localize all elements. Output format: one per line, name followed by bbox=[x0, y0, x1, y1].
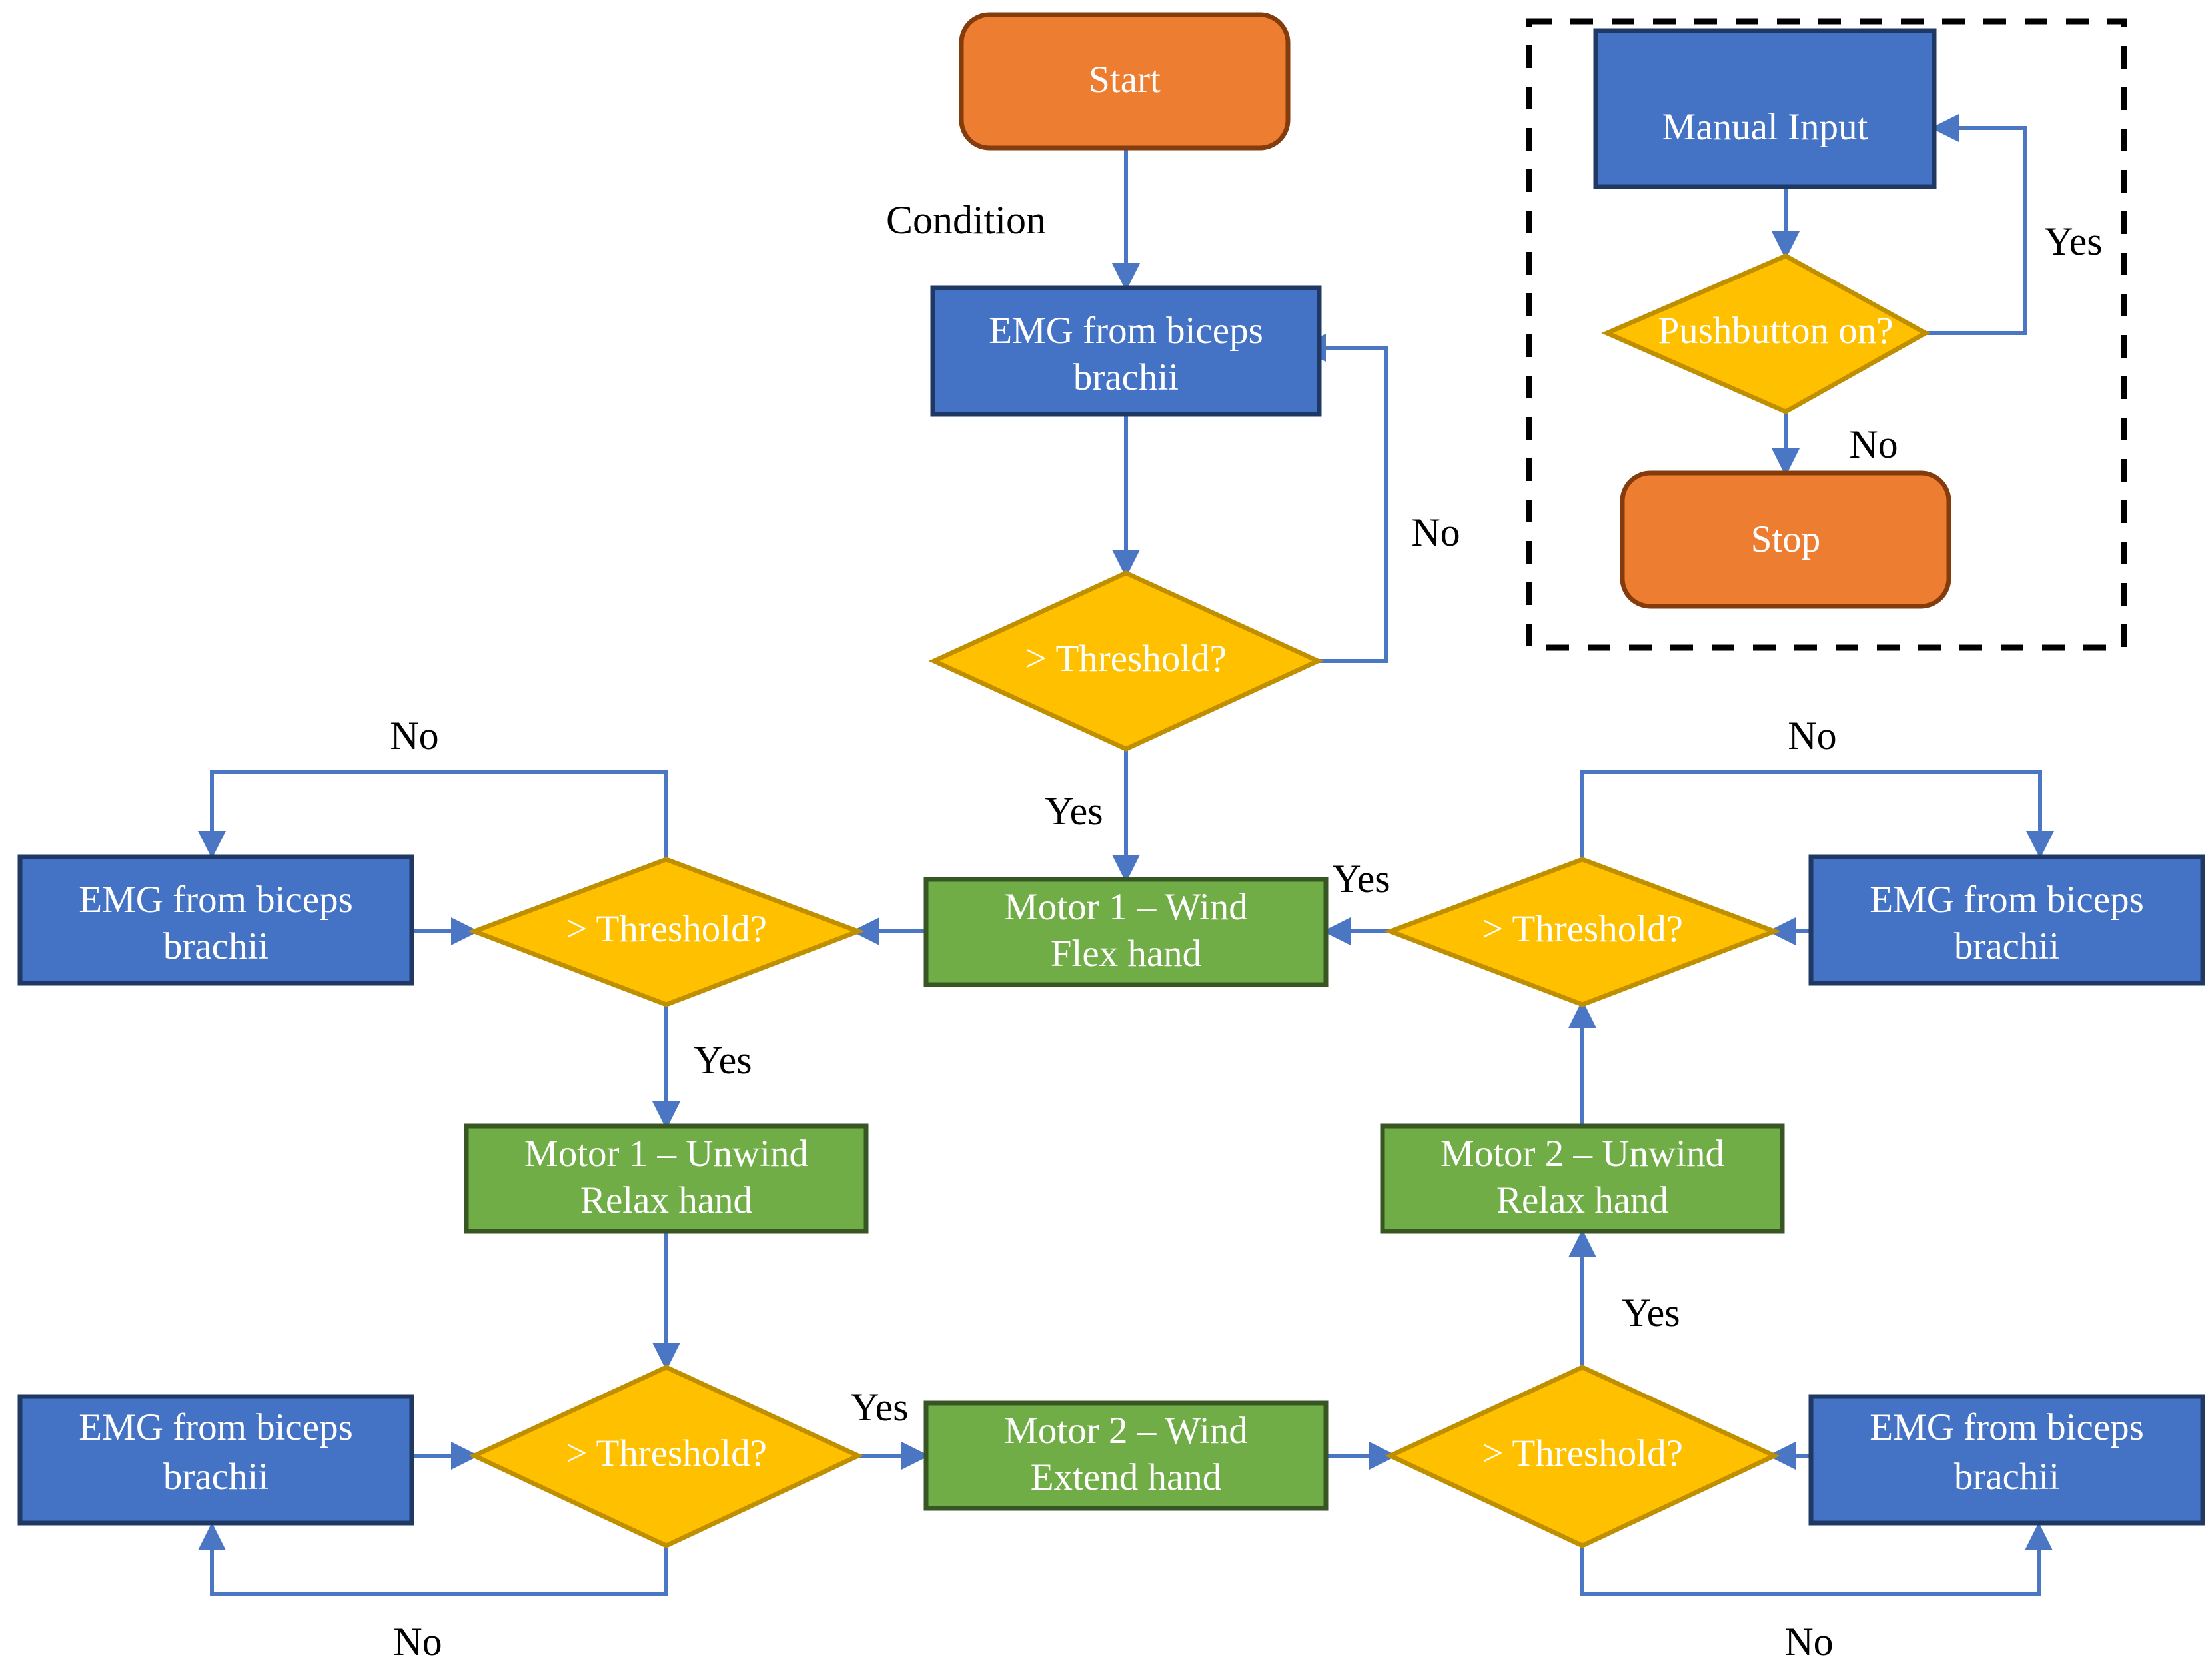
node-stop[interactable] bbox=[1620, 470, 1951, 609]
node-threshold-main-label: > Threshold? bbox=[1025, 638, 1227, 680]
edge-threshold-right-lower-no bbox=[1580, 1522, 2053, 1596]
node-motor1-unwind[interactable] bbox=[464, 1123, 869, 1234]
node-motor2-unwind-label-line1: Motor 2 – Unwind bbox=[1440, 1133, 1724, 1175]
manual-override-group-box bbox=[1526, 18, 2127, 651]
edge-label-no-right-upper: No bbox=[1788, 714, 1836, 758]
node-motor2-wind[interactable] bbox=[923, 1400, 1329, 1511]
node-motor2-wind-label-line2: Extend hand bbox=[1031, 1456, 1222, 1498]
node-emg-right-upper-label-line1: EMG from biceps bbox=[1870, 879, 2144, 921]
node-emg-left-upper-label-line2: brachii bbox=[163, 925, 269, 967]
node-motor1-unwind-label-line1: Motor 1 – Unwind bbox=[524, 1133, 808, 1175]
edge-label-yes-left-lower: Yes bbox=[850, 1385, 908, 1429]
node-emg-left-lower-label-line1: EMG from biceps bbox=[79, 1406, 353, 1448]
edge-threshold-left-upper-no bbox=[198, 770, 668, 859]
edge-threshold-main-no-loop bbox=[1298, 334, 1388, 663]
node-threshold-left-upper[interactable] bbox=[468, 857, 865, 1007]
node-threshold-right-upper[interactable] bbox=[1384, 857, 1781, 1007]
node-pushbutton[interactable] bbox=[1601, 253, 1931, 414]
node-motor1-wind-label-line1: Motor 1 – Wind bbox=[1004, 886, 1248, 928]
node-emg-left-upper-label-line1: EMG from biceps bbox=[79, 879, 353, 921]
node-emg-left-upper[interactable] bbox=[17, 854, 414, 986]
node-start-label: Start bbox=[1089, 59, 1161, 101]
edge-label-no-main-loop: No bbox=[1411, 510, 1460, 554]
node-threshold-left-upper-label: > Threshold? bbox=[566, 908, 767, 950]
node-emg-main[interactable] bbox=[930, 285, 1322, 417]
node-motor2-unwind-label-line2: Relax hand bbox=[1496, 1179, 1668, 1221]
node-emg-left-lower-label-line2: brachii bbox=[163, 1456, 269, 1498]
edge-label-no-right-lower: No bbox=[1784, 1620, 1833, 1664]
node-motor1-wind-label-line2: Flex hand bbox=[1051, 933, 1201, 975]
node-manual-input-label: Manual Input bbox=[1662, 106, 1868, 148]
node-emg-right-upper[interactable] bbox=[1808, 854, 2205, 986]
edge-label-yes-pushbutton: Yes bbox=[2044, 219, 2102, 263]
edge-label-condition: Condition bbox=[886, 198, 1046, 242]
node-threshold-left-lower[interactable] bbox=[468, 1365, 864, 1548]
node-emg-main-label-line1: EMG from biceps bbox=[989, 310, 1263, 352]
node-emg-left-lower[interactable] bbox=[17, 1394, 414, 1526]
node-emg-right-lower-label-line2: brachii bbox=[1954, 1456, 2059, 1498]
node-motor1-unwind-label-line2: Relax hand bbox=[580, 1179, 752, 1221]
node-threshold-right-lower[interactable] bbox=[1384, 1365, 1780, 1548]
node-motor2-wind-label-line1: Motor 2 – Wind bbox=[1004, 1410, 1248, 1452]
node-manual-input[interactable] bbox=[1593, 28, 1937, 189]
edge-threshold-left-lower-no bbox=[198, 1522, 668, 1596]
node-emg-right-lower[interactable] bbox=[1808, 1394, 2205, 1526]
node-stop-label: Stop bbox=[1751, 518, 1821, 560]
edge-label-yes-motor1-to-threshold-right: Yes bbox=[1332, 857, 1390, 901]
node-start[interactable] bbox=[959, 12, 1291, 151]
node-threshold-right-upper-label: > Threshold? bbox=[1482, 908, 1683, 950]
edge-pushbutton-yes-loop bbox=[1924, 114, 2027, 335]
node-motor1-wind[interactable] bbox=[923, 877, 1329, 987]
edge-label-no-pushbutton: No bbox=[1849, 422, 1898, 466]
node-motor2-unwind[interactable] bbox=[1380, 1123, 1785, 1234]
edge-label-no-left-upper: No bbox=[390, 714, 438, 758]
node-threshold-right-lower-label: > Threshold? bbox=[1482, 1432, 1683, 1474]
node-threshold-main[interactable] bbox=[928, 570, 1324, 752]
node-emg-right-upper-label-line2: brachii bbox=[1954, 925, 2059, 967]
edge-label-no-left-lower: No bbox=[393, 1620, 442, 1664]
node-pushbutton-label: Pushbutton on? bbox=[1658, 310, 1893, 352]
edge-threshold-right-upper-no bbox=[1580, 770, 2054, 859]
edge-label-yes-left-upper: Yes bbox=[694, 1038, 752, 1082]
edge-label-yes-right-lower: Yes bbox=[1622, 1291, 1680, 1335]
node-emg-right-lower-label-line1: EMG from biceps bbox=[1870, 1406, 2144, 1448]
node-emg-main-label-line2: brachii bbox=[1073, 356, 1179, 398]
edge-label-yes-main: Yes bbox=[1045, 789, 1103, 833]
node-threshold-left-lower-label: > Threshold? bbox=[566, 1432, 767, 1474]
